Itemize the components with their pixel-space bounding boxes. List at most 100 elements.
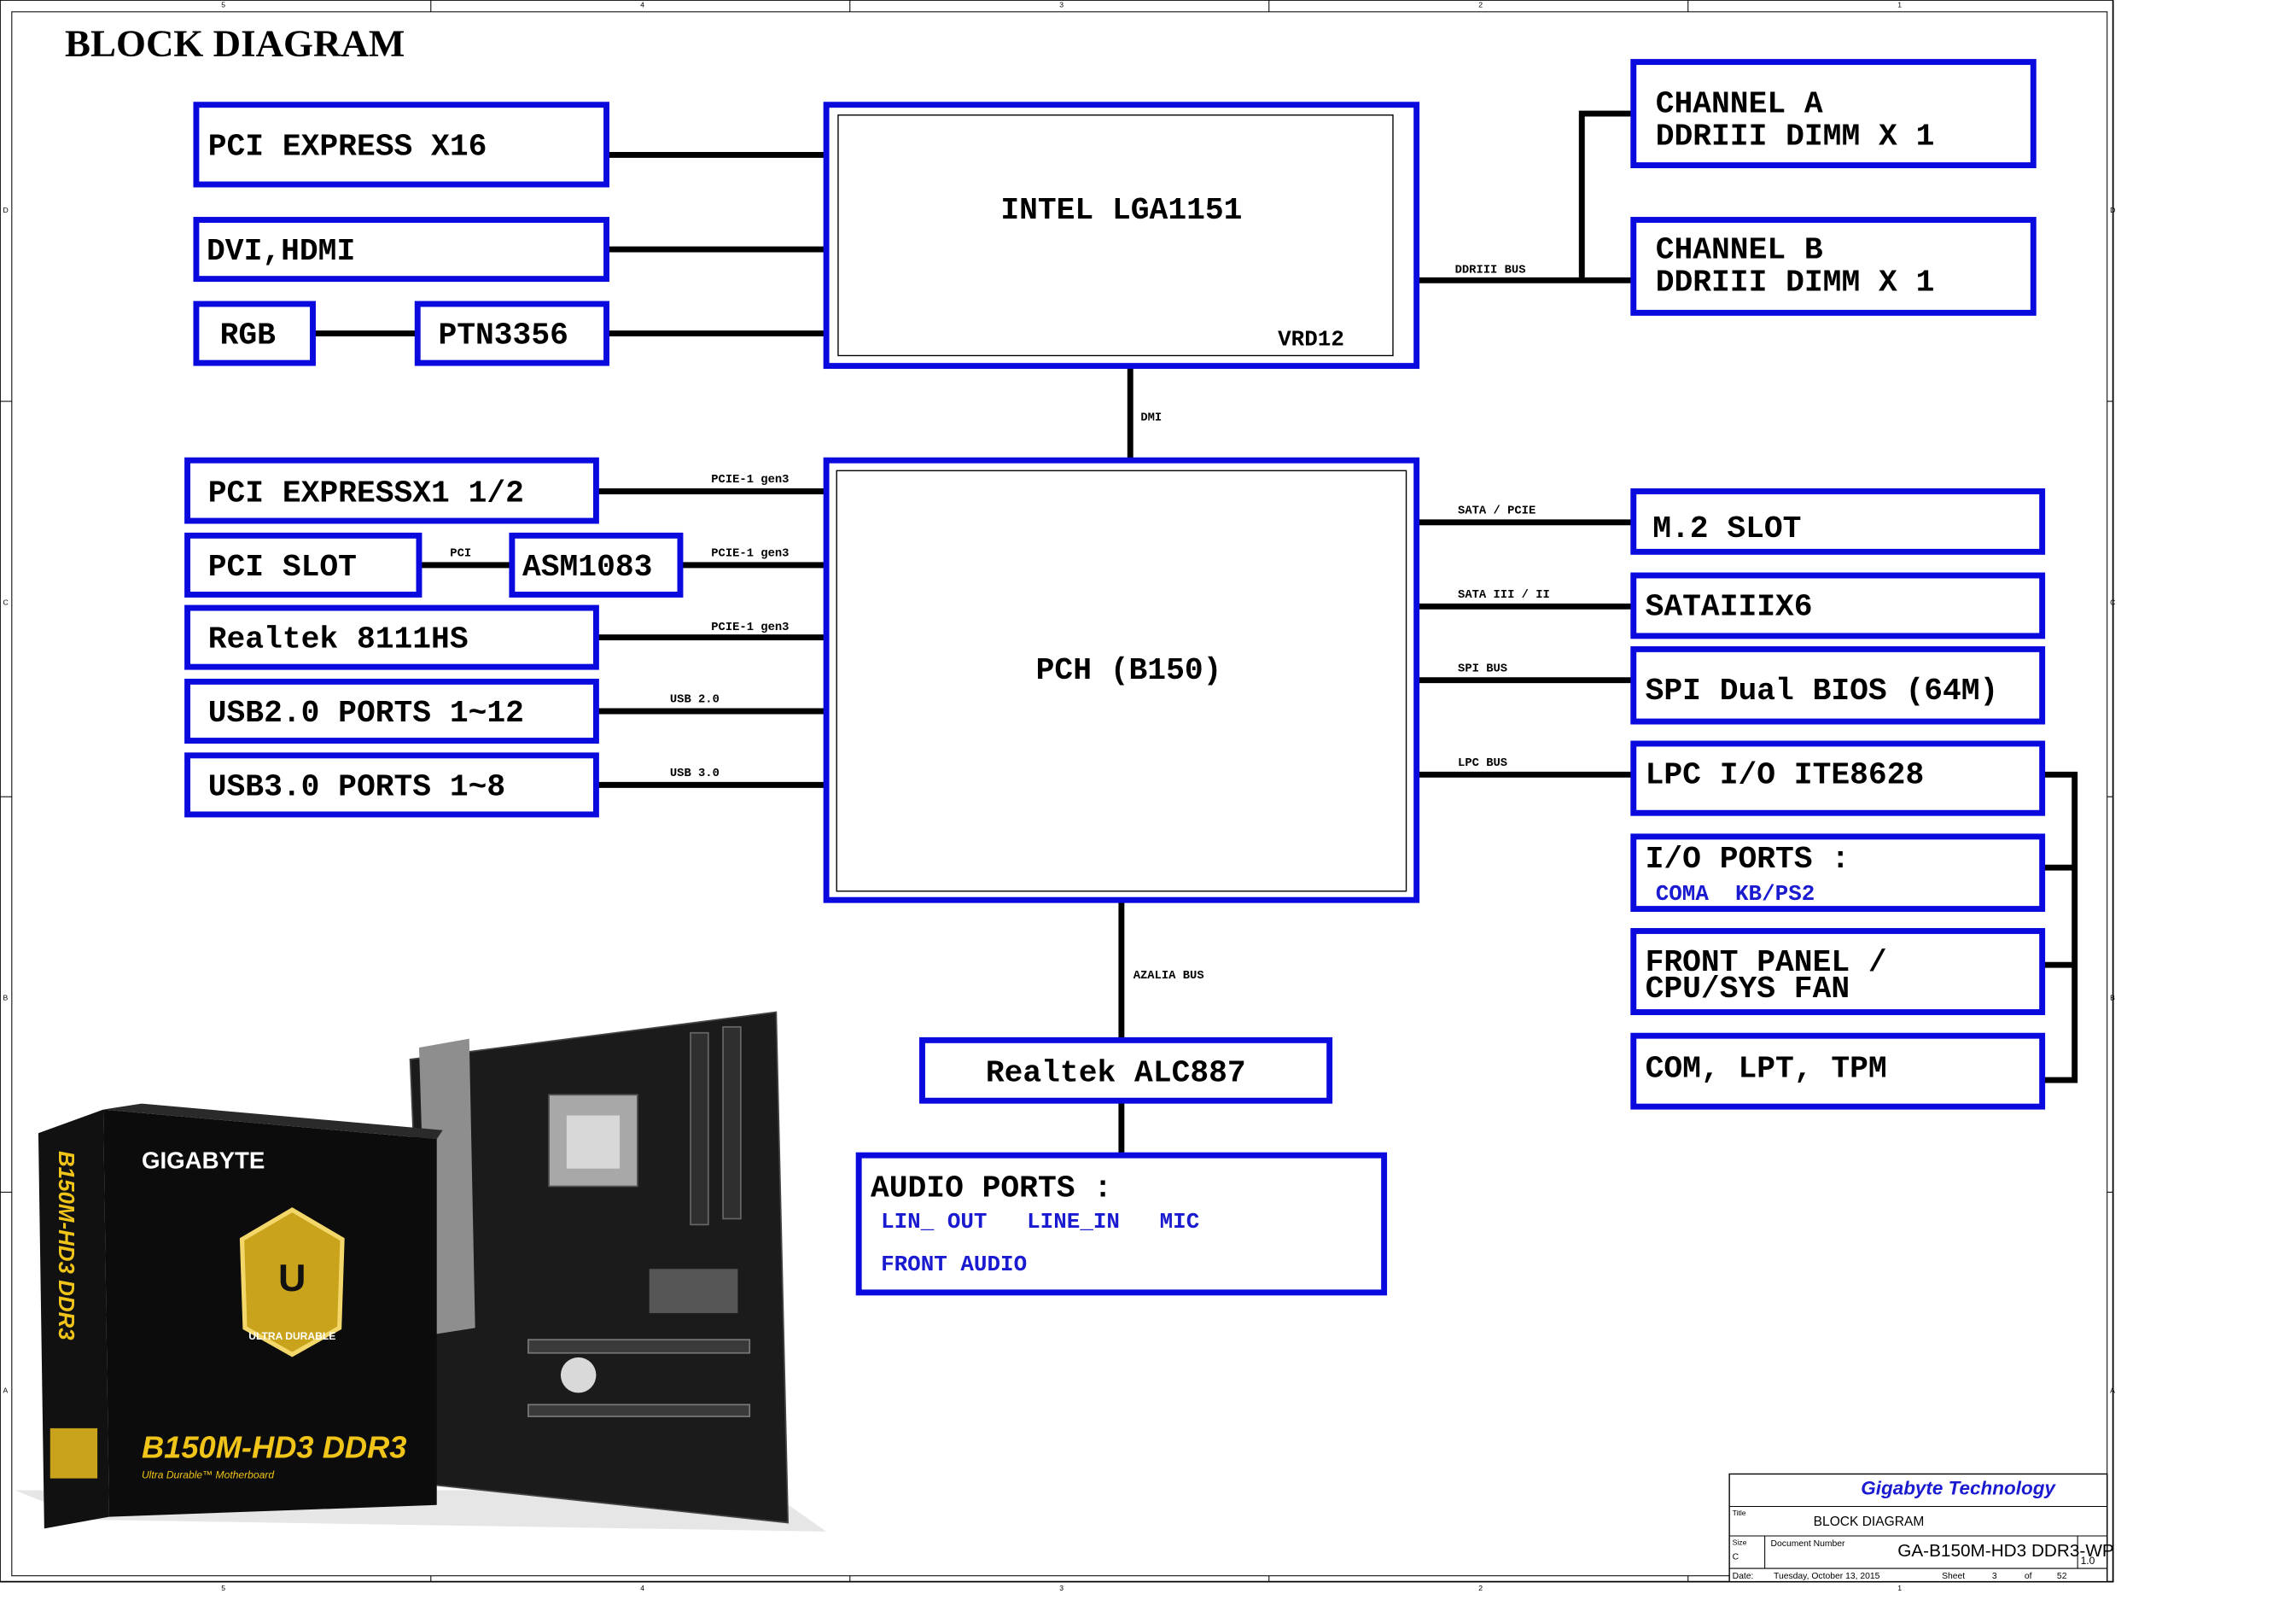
col-label: 2 (1478, 1584, 1483, 1592)
io-ports-box (1630, 833, 2046, 913)
asm-box (509, 532, 684, 598)
page-title: BLOCK DIAGRAM (65, 22, 405, 65)
com-label: COM, LPT, TPM (1646, 1052, 1887, 1087)
channel-b-line2: DDRIII DIMM X 1 (1656, 265, 1935, 300)
usb3-label: USB3.0 PORTS 1~8 (208, 769, 505, 804)
col-label: 1 (1897, 1, 1902, 9)
channel-b-line1: CHANNEL B (1656, 232, 1823, 267)
rgb-box (193, 301, 316, 366)
audio-ports-line1: LIN_ OUT LINE_IN MIC (881, 1209, 1199, 1235)
box-model: B150M-HD3 DDR3 (142, 1429, 407, 1464)
col-label: 4 (640, 1, 644, 9)
title-block: Gigabyte Technology Title BLOCK DIAGRAM … (1728, 1473, 2114, 1583)
date-field: Tuesday, October 13, 2015 (1774, 1572, 1880, 1581)
inner-frames (836, 114, 1407, 892)
rev-field: 1.0 (2081, 1555, 2095, 1567)
blue-sublabels: COMA KB/PS2 LIN_ OUT LINE_IN MIC FRONT A… (881, 881, 1815, 1277)
ultra-durable-shield (239, 1207, 345, 1357)
rgb-label: RGB (220, 318, 277, 353)
lpc-box (1630, 740, 2046, 816)
title-field-label: Title (1733, 1509, 1746, 1517)
border-labels: 5 4 3 2 1 5 4 3 2 1 D C B A D C B A (3, 1, 2115, 1592)
ptn-box (414, 301, 609, 366)
dvi-label: DVI,HDMI (207, 234, 355, 269)
channel-a-box (1630, 59, 2037, 169)
row-label: D (2110, 206, 2115, 214)
front-panel-line2: CPU/SYS FAN (1646, 972, 1850, 1007)
col-label: 3 (1059, 1, 1064, 9)
audio-ports-line2: FRONT AUDIO (881, 1252, 1027, 1277)
front-panel-box (1630, 928, 2046, 1015)
spi-box (1630, 645, 2046, 725)
pcie-gen3-label: PCIE-1 gen3 (711, 621, 789, 634)
io-ports-label: I/O PORTS : (1646, 842, 1850, 877)
sheet-field: 3 (1992, 1572, 1997, 1581)
alc-box (919, 1036, 1333, 1104)
m2-label: M.2 SLOT (1652, 511, 1801, 546)
usb3-box (184, 752, 599, 818)
pcie16-label: PCI EXPRESS X16 (208, 129, 487, 164)
audio-ports-title: AUDIO PORTS : (871, 1171, 1112, 1206)
pcie-gen3-label: PCIE-1 gen3 (711, 547, 789, 561)
io-ports-sublabel: COMA KB/PS2 (1656, 881, 1815, 907)
spi-bus-label: SPI BUS (1458, 662, 1507, 675)
cpu-label: INTEL LGA1151 (1000, 193, 1242, 228)
spine-logo (50, 1427, 98, 1479)
m2-box (1630, 488, 2046, 555)
pcie16-box (193, 102, 609, 188)
front-panel-line1: FRONT PANEL / (1646, 945, 1887, 980)
cpu-box (823, 102, 1420, 370)
date-field-label: Date: (1733, 1572, 1754, 1581)
usb2-bus-label: USB 2.0 (670, 693, 720, 707)
row-label: B (3, 994, 8, 1002)
channel-a-line1: CHANNEL A (1656, 86, 1823, 121)
chipset-heatsink (649, 1269, 738, 1314)
sata-label: SATAIIIX6 (1646, 590, 1813, 625)
pcie-slot (527, 1339, 751, 1354)
sata-pcie-bus-label: SATA / PCIE (1458, 504, 1536, 517)
shield-letter: U (278, 1256, 306, 1299)
spi-label: SPI Dual BIOS (64M) (1646, 674, 1999, 709)
product-image: GIGABYTE U ULTRA DURABLE B150M-HD3 DDR3 … (15, 1011, 827, 1532)
spine-model: B150M-HD3 DDR3 (54, 1151, 78, 1340)
usb2-box (184, 678, 599, 744)
col-label: 2 (1478, 1, 1483, 9)
ptn-label: PTN3356 (438, 318, 568, 353)
com-box (1630, 1032, 2046, 1110)
row-label: C (3, 598, 8, 607)
row-label: A (2110, 1386, 2115, 1394)
of-field-label: of (2025, 1572, 2032, 1581)
usb2-label: USB2.0 PORTS 1~12 (208, 696, 524, 731)
box-tagline: Ultra Durable™ Motherboard (142, 1469, 275, 1481)
component-boxes (184, 59, 2046, 1296)
pcie-gen3-label: PCIE-1 gen3 (711, 473, 789, 487)
row-label: D (3, 206, 8, 214)
of-field: 52 (2057, 1572, 2067, 1581)
pch-box (823, 457, 1420, 903)
sata-box (1630, 572, 2046, 639)
pcie1-label: PCI EXPRESSX1 1/2 (208, 476, 524, 511)
row-label: C (2110, 598, 2115, 607)
row-label: B (2110, 994, 2115, 1002)
cmos-battery (560, 1357, 597, 1393)
azalia-bus-label: AZALIA BUS (1133, 969, 1204, 983)
realtek-lan-box (184, 604, 599, 670)
docnum-field: GA-B150M-HD3 DDR3-WP (1897, 1541, 2114, 1561)
col-label: 4 (640, 1584, 644, 1592)
title-field: BLOCK DIAGRAM (1814, 1515, 1925, 1529)
pch-label: PCH (B150) (1036, 653, 1222, 688)
pci-bus-label: PCI (450, 547, 471, 561)
usb3-bus-label: USB 3.0 (670, 767, 720, 780)
box-brand: GIGABYTE (142, 1147, 265, 1174)
box-top (103, 1103, 443, 1140)
lpc-bus-label: LPC BUS (1458, 756, 1507, 770)
dimm-slot-b (722, 1025, 742, 1220)
col-label: 3 (1059, 1584, 1064, 1592)
pci-slot-box (184, 532, 422, 598)
border-ticks (0, 0, 2113, 1582)
asm-label: ASM1083 (522, 550, 652, 585)
audio-ports-box (855, 1152, 1388, 1296)
sheet-border (0, 0, 2114, 1583)
company-name: Gigabyte Technology (1861, 1478, 2056, 1499)
